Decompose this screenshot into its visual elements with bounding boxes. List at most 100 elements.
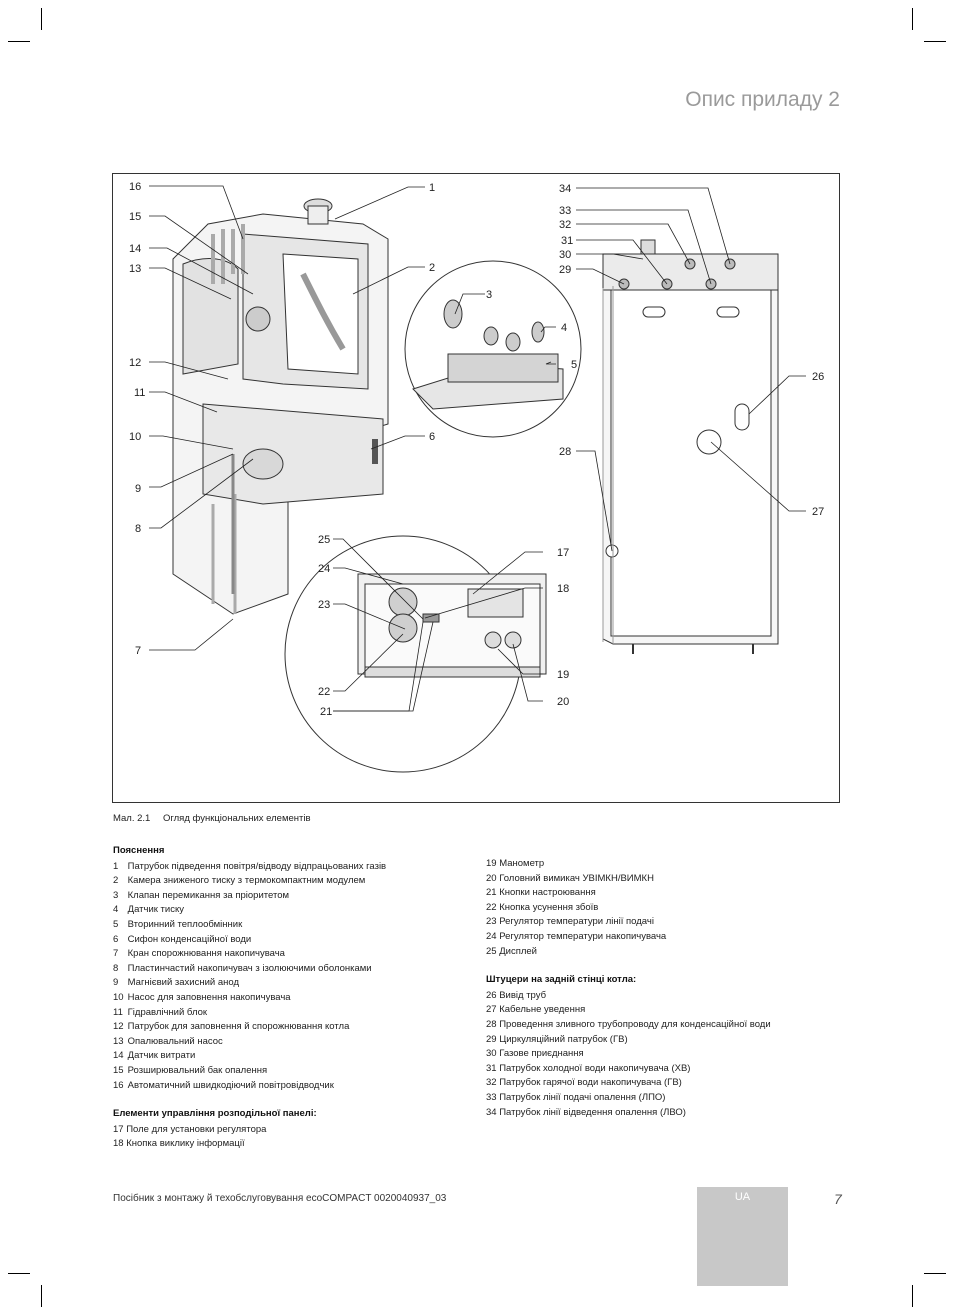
callout-16: 16: [129, 181, 141, 193]
legend-item-number: 8: [113, 962, 119, 974]
callout-20: 20: [557, 696, 569, 708]
legend-item-text: Поле для установки регулятора: [126, 1123, 267, 1135]
crop-mark: [912, 1285, 913, 1307]
callout-12: 12: [129, 357, 141, 369]
legend-item-text: Дисплей: [499, 945, 537, 957]
legend-item-text: Регулятор температури лінії подачі: [499, 916, 654, 928]
legend-item-number: 3: [113, 889, 119, 901]
footer-text: Посібник з монтажу й техобслуговування e…: [113, 1193, 447, 1204]
crop-mark: [41, 1285, 42, 1307]
legend-item-number: 15: [113, 1064, 124, 1076]
legend-item-number: 18: [113, 1138, 124, 1150]
legend-item-text: Розширювальний бак опалення: [127, 1064, 268, 1076]
legend-item: 7 Кран спорожнювання накопичувача: [113, 947, 386, 962]
legend-item-text: Патрубок підведення повітря/відводу відп…: [127, 860, 387, 872]
legend-item: 2 Камера зниженого тиску з термокомпактн…: [113, 874, 386, 889]
callout-15: 15: [129, 211, 141, 223]
legend-item-number: 29: [486, 1033, 497, 1045]
legend-item: 16 Автоматичний швидкодіючий повітровідв…: [113, 1079, 386, 1094]
legend-item-number: 19: [486, 858, 497, 869]
caption-number: Мал. 2.1: [113, 813, 151, 824]
crop-mark: [924, 41, 946, 42]
legend-item-text: Гідравлічний блок: [127, 1006, 208, 1018]
legend-item-number: 30: [486, 1048, 497, 1060]
legend-item-number: 11: [113, 1006, 123, 1018]
callout-22: 22: [318, 686, 330, 698]
legend-item: 26 Вивід труб: [486, 989, 771, 1004]
callout-10: 10: [129, 431, 141, 443]
legend-item-text: Циркуляційний патрубок (ГВ): [499, 1033, 628, 1045]
legend-item: 3 Клапан перемикання за пріоритетом: [113, 889, 386, 904]
legend-heading-connections: Штуцери на задній стінці котла:: [486, 974, 637, 986]
legend-item: 11 Гідравлічний блок: [113, 1006, 386, 1021]
callout-7: 7: [135, 645, 141, 657]
legend-item: 25 Дисплей: [486, 945, 771, 960]
callout-9: 9: [135, 483, 141, 495]
legend-item: 22 Кнопка усунення збоїв: [486, 901, 771, 916]
legend-item: 29 Циркуляційний патрубок (ГВ): [486, 1033, 771, 1048]
legend-item-number: 22: [486, 901, 497, 913]
legend-item: 5 Вторинний теплообмінник: [113, 918, 386, 933]
legend-heading-controls: Елементи управління розподільної панелі:: [113, 1108, 317, 1120]
figure-caption: Мал. 2.1 Огляд функціональних елементів: [113, 813, 311, 824]
legend-item-text: Проведення зливного трубопроводу для кон…: [499, 1018, 771, 1030]
callout-32: 32: [559, 219, 571, 231]
callout-17: 17: [557, 547, 569, 559]
callout-14: 14: [129, 243, 141, 255]
callout-23: 23: [318, 599, 330, 611]
callout-34: 34: [559, 183, 571, 195]
legend-item-number: 16: [113, 1079, 124, 1091]
legend-item: 12 Патрубок для заповнення й спорожнюван…: [113, 1020, 386, 1035]
callout-33: 33: [559, 205, 571, 217]
legend-item-number: 23: [486, 916, 497, 928]
legend-item-number: 25: [486, 945, 497, 957]
callout-30: 30: [559, 249, 571, 261]
legend-item-number: 12: [113, 1021, 124, 1033]
legend-item: 17 Поле для установки регулятора: [113, 1123, 386, 1138]
callout-6: 6: [429, 431, 435, 443]
legend-item: 27 Кабельне уведення: [486, 1003, 771, 1018]
legend-item-text: Головний вимикач УВІМКН/ВИМКН: [499, 872, 654, 884]
legend-item-number: 20: [486, 872, 497, 884]
legend-item-number: 34: [486, 1106, 497, 1118]
legend-item: 4 Датчик тиску: [113, 903, 386, 918]
legend-item-text: Датчик витрати: [127, 1050, 196, 1062]
legend-item-number: 27: [486, 1004, 497, 1016]
legend-item-text: Кнопка виклику інформації: [126, 1138, 245, 1150]
legend-item-number: 31: [486, 1062, 497, 1074]
legend-item: 19 Манометр: [486, 857, 771, 872]
callout-3: 3: [486, 289, 492, 301]
legend-item-number: 32: [486, 1077, 497, 1089]
callout-21: 21: [320, 706, 332, 718]
callout-18: 18: [557, 583, 569, 595]
callout-5: 5: [571, 359, 577, 371]
legend-item-number: 17: [113, 1123, 124, 1135]
legend-item-text: Патрубок холодної води накопичувача (ХВ): [499, 1062, 691, 1074]
legend-item-number: 1: [113, 860, 119, 872]
legend-item-number: 33: [486, 1091, 497, 1103]
legend-item-number: 7: [113, 948, 119, 960]
legend-item-number: 28: [486, 1018, 497, 1030]
legend-item-text: Кран спорожнювання накопичувача: [127, 948, 285, 960]
legend-item-text: Патрубок гарячої води накопичувача (ГВ): [499, 1077, 682, 1089]
legend-item-text: Кнопки настроювання: [499, 887, 596, 899]
page-number: 7: [834, 1191, 842, 1207]
page-title: Опис приладу 2: [685, 88, 840, 111]
language-label: UA: [734, 1191, 751, 1203]
legend-item-text: Насос для заповнення накопичувача: [127, 991, 291, 1003]
legend-item-text: Патрубок лінії подачі опалення (ЛПО): [499, 1091, 666, 1103]
legend-item: 10 Насос для заповнення накопичувача: [113, 991, 386, 1006]
legend-item-number: 26: [486, 989, 497, 1001]
callout-19: 19: [557, 669, 569, 681]
callout-28: 28: [559, 446, 571, 458]
legend-item-text: Клапан перемикання за пріоритетом: [127, 889, 290, 901]
legend-item: 9 Магнієвий захисний анод: [113, 976, 386, 991]
callout-31: 31: [561, 235, 573, 247]
legend-item: 32 Патрубок гарячої води накопичувача (Г…: [486, 1076, 771, 1091]
legend-item: 31 Патрубок холодної води накопичувача (…: [486, 1062, 771, 1077]
legend-item: 28 Проведення зливного трубопроводу для …: [486, 1018, 771, 1033]
legend-item: 15 Розширювальний бак опалення: [113, 1064, 386, 1079]
legend-item-number: 10: [113, 991, 124, 1003]
callout-26: 26: [812, 371, 824, 383]
